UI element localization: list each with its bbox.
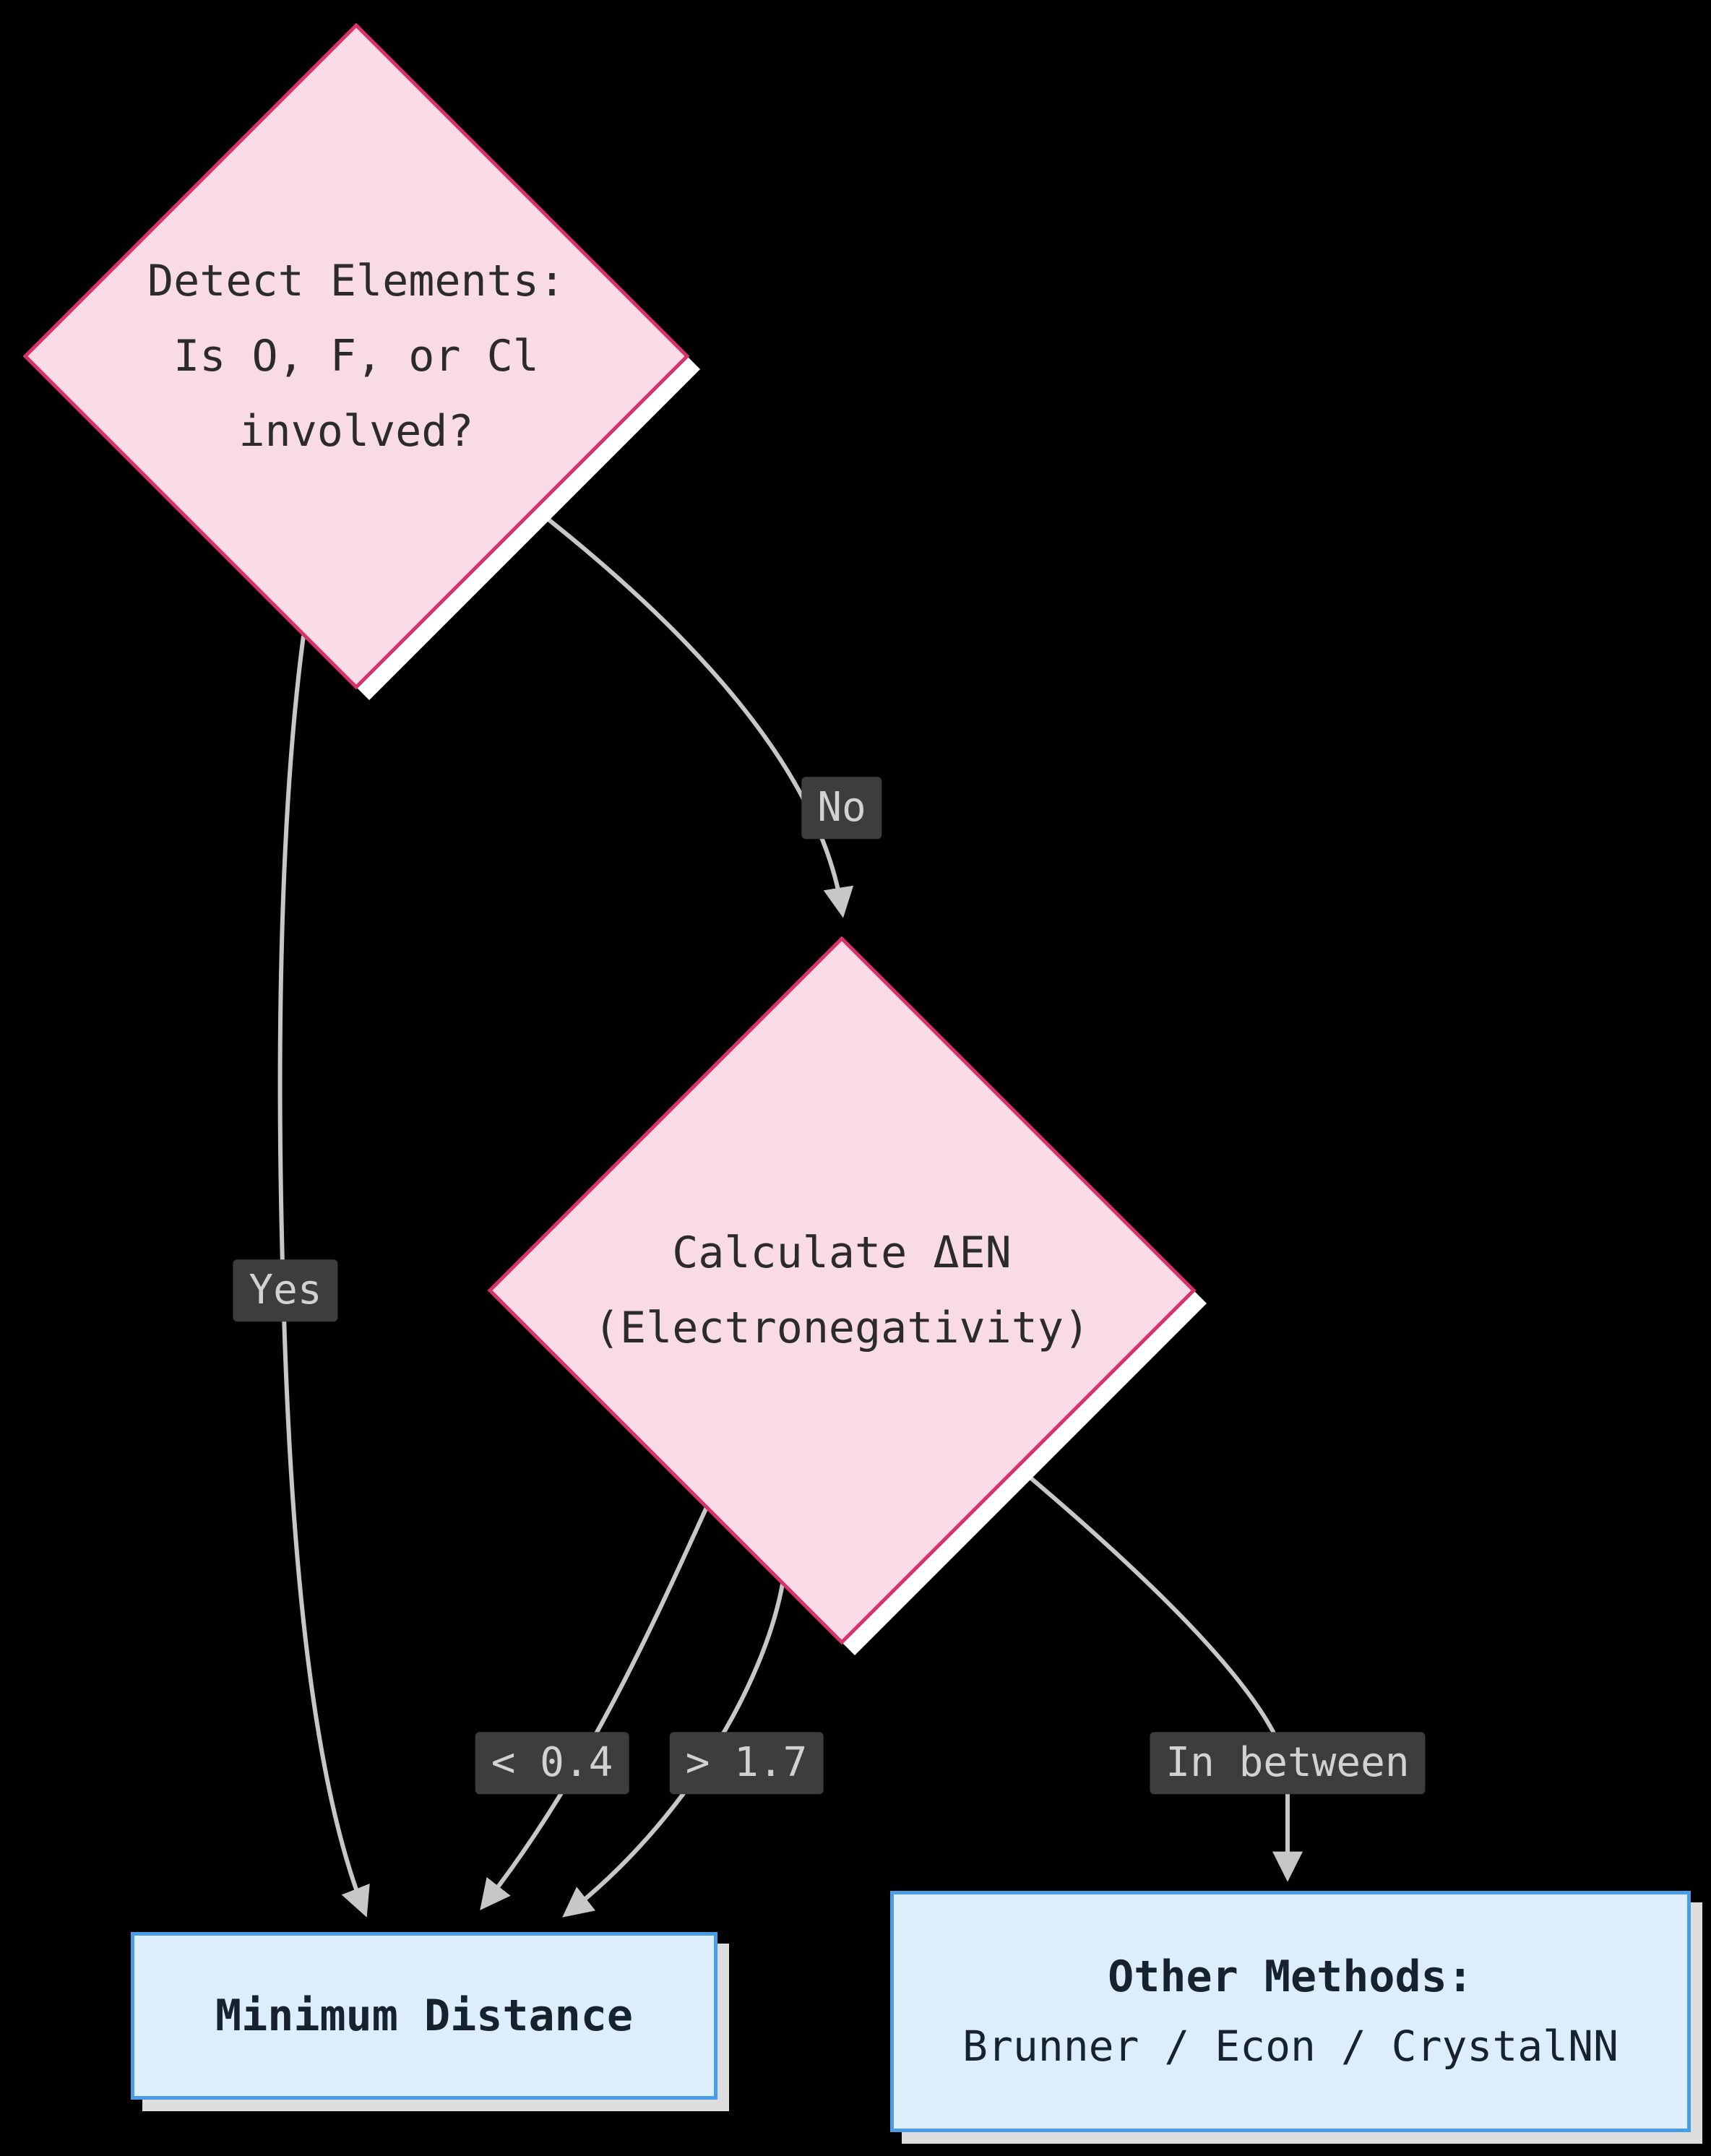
node-other-methods: Other Methods: Brunner / Econ / CrystalN… [890, 1891, 1691, 2132]
minimum-distance-label: Minimum Distance [215, 1991, 633, 2041]
diamond [22, 22, 690, 690]
other-methods-subtitle: Brunner / Econ / CrystalNN [962, 2022, 1619, 2071]
edge-lt04 [480, 1506, 709, 1910]
edge-between [1016, 1465, 1303, 1882]
edge-label-no: No [801, 777, 882, 839]
edge-label-lt04: < 0.4 [475, 1732, 629, 1794]
edge-no [533, 506, 854, 918]
edge-label-gt17: > 1.7 [669, 1732, 824, 1794]
node-minimum-distance: Minimum Distance [131, 1932, 717, 2100]
decision-calculate-den-shape [487, 936, 1207, 1655]
edge-label-yes: Yes [233, 1259, 338, 1321]
edge-label-between: In between [1150, 1732, 1426, 1794]
other-methods-title: Other Methods: [1108, 1952, 1473, 2002]
diamond [487, 936, 1197, 1645]
decision-detect-elements-shape [22, 22, 700, 700]
